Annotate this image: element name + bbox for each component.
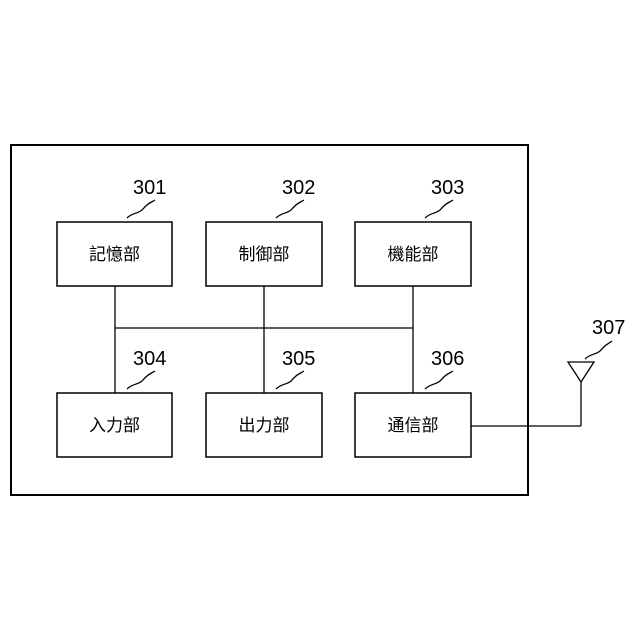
block-input: 入力部 (57, 393, 172, 457)
block-control: 制御部 (206, 222, 322, 286)
ref-302: 302 (282, 177, 315, 199)
block-output: 出力部 (206, 393, 322, 457)
ref-305: 305 (282, 348, 315, 370)
bus-lines (115, 286, 413, 393)
block-function-label: 機能部 (388, 245, 439, 265)
block-control-label: 制御部 (239, 245, 290, 265)
antenna-link (471, 362, 594, 426)
block-storage-label: 記憶部 (89, 245, 140, 265)
ref-306: 306 (431, 348, 464, 370)
antenna-icon (568, 362, 594, 382)
leader-306 (425, 371, 453, 389)
ref-301: 301 (133, 177, 166, 199)
leader-305 (276, 371, 304, 389)
ref-304: 304 (133, 348, 166, 370)
ref-303: 303 (431, 177, 464, 199)
block-input-label: 入力部 (89, 416, 140, 436)
block-storage: 記憶部 (57, 222, 172, 286)
block-function: 機能部 (355, 222, 471, 286)
leader-304 (127, 371, 155, 389)
block-communication-label: 通信部 (388, 416, 439, 436)
leader-307 (585, 341, 612, 359)
ref-307: 307 (592, 317, 625, 339)
block-communication: 通信部 (355, 393, 471, 457)
leader-302 (276, 200, 304, 218)
block-output-label: 出力部 (239, 416, 290, 436)
leader-301 (127, 200, 155, 218)
leader-303 (425, 200, 453, 218)
